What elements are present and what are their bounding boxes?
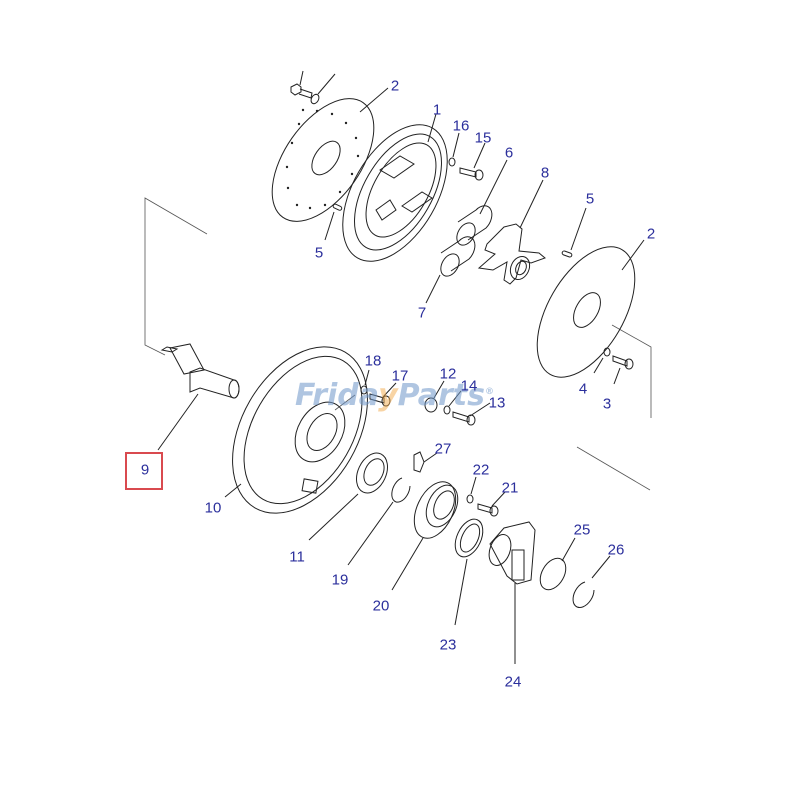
callout-5-upper[interactable]: 5: [314, 244, 324, 262]
callout-7[interactable]: 7: [417, 304, 427, 322]
callout-18[interactable]: 18: [364, 352, 382, 370]
o-ring-icon: [539, 537, 576, 591]
washer-22-icon: [466, 476, 477, 504]
callout-6[interactable]: 6: [504, 144, 514, 162]
callout-25[interactable]: 25: [573, 521, 591, 539]
bolt-17-icon: [369, 382, 397, 407]
callout-11[interactable]: 11: [289, 548, 305, 566]
bushing-6-icon: [456, 159, 508, 246]
bolt-top-left-icon: [290, 70, 313, 99]
oil-seal-icon: [454, 518, 484, 626]
bolt-13-icon: [452, 402, 491, 426]
callout-26[interactable]: 26: [607, 541, 625, 559]
callout-20[interactable]: 20: [372, 597, 390, 615]
callout-4[interactable]: 4: [578, 380, 588, 398]
bolt-3-icon: [612, 355, 634, 385]
callout-15[interactable]: 15: [474, 129, 492, 147]
grease-fitting-icon: [413, 451, 438, 473]
coupling-housing-icon: [342, 113, 448, 262]
snap-ring-19-icon: [347, 477, 411, 566]
bushing-7-icon: [425, 236, 476, 304]
callout-23[interactable]: 23: [439, 636, 457, 654]
flange-plate-upper-icon: [271, 87, 389, 222]
callout-22[interactable]: 22: [472, 461, 490, 479]
callout-2-lower[interactable]: 2: [646, 225, 656, 243]
callout-19[interactable]: 19: [331, 571, 349, 589]
companion-flange-icon: [488, 521, 536, 664]
coupling-spider-icon: [477, 179, 546, 285]
dowel-pin-upper-icon: [324, 203, 343, 241]
snap-ring-26-icon: [572, 555, 611, 608]
flywheel-housing-icon: [224, 346, 368, 514]
callout-10[interactable]: 10: [204, 499, 222, 517]
washer-18-icon: [360, 369, 370, 395]
callout-2-upper[interactable]: 2: [390, 77, 400, 95]
bolt-15-icon: [459, 142, 486, 181]
highlighted-part-box: [125, 452, 163, 490]
bolt-21-icon: [477, 491, 506, 517]
callout-16[interactable]: 16: [452, 117, 470, 135]
dowel-pin-right-icon: [561, 207, 587, 258]
bearing-icon: [308, 452, 388, 541]
assembly-guide-lines: [144, 197, 652, 491]
callout-17[interactable]: 17: [391, 367, 409, 385]
washer-16-icon: [448, 132, 460, 167]
callout-5-right[interactable]: 5: [585, 190, 595, 208]
callout-8[interactable]: 8: [540, 164, 550, 182]
callout-3[interactable]: 3: [602, 395, 612, 413]
callout-13[interactable]: 13: [488, 394, 506, 412]
flange-plate-lower-icon: [536, 239, 645, 378]
bearing-cage-icon: [391, 481, 459, 591]
input-shaft-icon: [157, 343, 240, 451]
callout-14[interactable]: 14: [460, 377, 478, 395]
plug-12-icon: [424, 380, 445, 413]
callout-24[interactable]: 24: [504, 673, 522, 691]
callout-21[interactable]: 21: [501, 479, 519, 497]
callout-9[interactable]: 9: [140, 461, 150, 479]
callout-27[interactable]: 27: [434, 440, 452, 458]
washer-top-left-icon: [310, 73, 336, 105]
callout-1[interactable]: 1: [432, 101, 442, 119]
washer-4-icon: [593, 347, 611, 374]
callout-12[interactable]: 12: [439, 365, 457, 383]
washer-14-icon: [443, 390, 462, 415]
